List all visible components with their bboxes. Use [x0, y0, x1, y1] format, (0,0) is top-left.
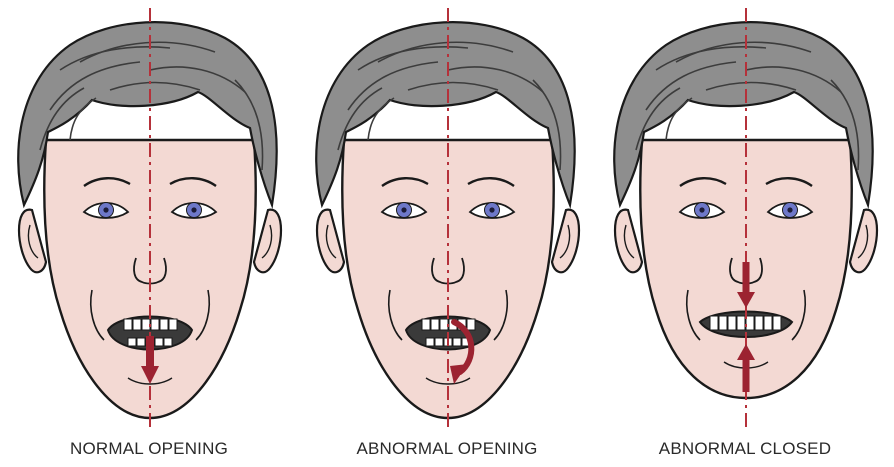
left-pupil — [401, 207, 406, 212]
upper-tooth — [169, 319, 177, 330]
lower-tooth — [426, 338, 434, 346]
upper-tooth — [142, 319, 150, 330]
upper-tooth — [151, 319, 159, 330]
right-ear — [254, 210, 281, 273]
lower-tooth — [453, 338, 461, 346]
lower-tooth — [155, 338, 163, 346]
tooth — [755, 316, 763, 330]
arrow-down-shaft — [743, 262, 750, 296]
right-ear — [850, 210, 877, 273]
left-ear — [615, 210, 642, 273]
right-ear — [552, 210, 579, 273]
lower-tooth — [164, 338, 172, 346]
upper-tooth — [431, 319, 439, 330]
lower-tooth — [435, 338, 443, 346]
tooth — [719, 316, 727, 330]
caption-abnormal-closed: ABNORMAL CLOSED — [596, 439, 894, 459]
panel-abnormal-opening: ABNORMAL OPENING — [298, 0, 596, 467]
tooth — [728, 316, 736, 330]
tooth — [773, 316, 781, 330]
face-abnormal-closed-illustration — [596, 0, 894, 467]
right-pupil — [191, 207, 196, 212]
panel-abnormal-closed: ABNORMAL CLOSED — [596, 0, 894, 467]
upper-tooth — [160, 319, 168, 330]
caption-normal-opening: NORMAL OPENING — [0, 439, 298, 459]
upper-tooth — [133, 319, 141, 330]
tooth — [746, 316, 754, 330]
left-pupil — [103, 207, 108, 212]
face-abnormal-opening-illustration — [298, 0, 596, 467]
tooth — [710, 316, 718, 330]
face-normal-opening-illustration — [0, 0, 298, 467]
right-pupil — [489, 207, 494, 212]
tooth — [737, 316, 745, 330]
left-ear — [317, 210, 344, 273]
left-ear — [19, 210, 46, 273]
lower-tooth — [128, 338, 136, 346]
left-pupil — [699, 207, 704, 212]
lower-tooth — [137, 338, 145, 346]
arrow-up-shaft — [743, 356, 750, 392]
tooth — [764, 316, 772, 330]
upper-tooth — [440, 319, 448, 330]
arrow-shaft — [146, 336, 154, 370]
panel-normal-opening: NORMAL OPENING — [0, 0, 298, 467]
upper-tooth — [467, 319, 475, 330]
upper-tooth — [124, 319, 132, 330]
caption-abnormal-opening: ABNORMAL OPENING — [298, 439, 596, 459]
right-pupil — [787, 207, 792, 212]
upper-tooth — [422, 319, 430, 330]
